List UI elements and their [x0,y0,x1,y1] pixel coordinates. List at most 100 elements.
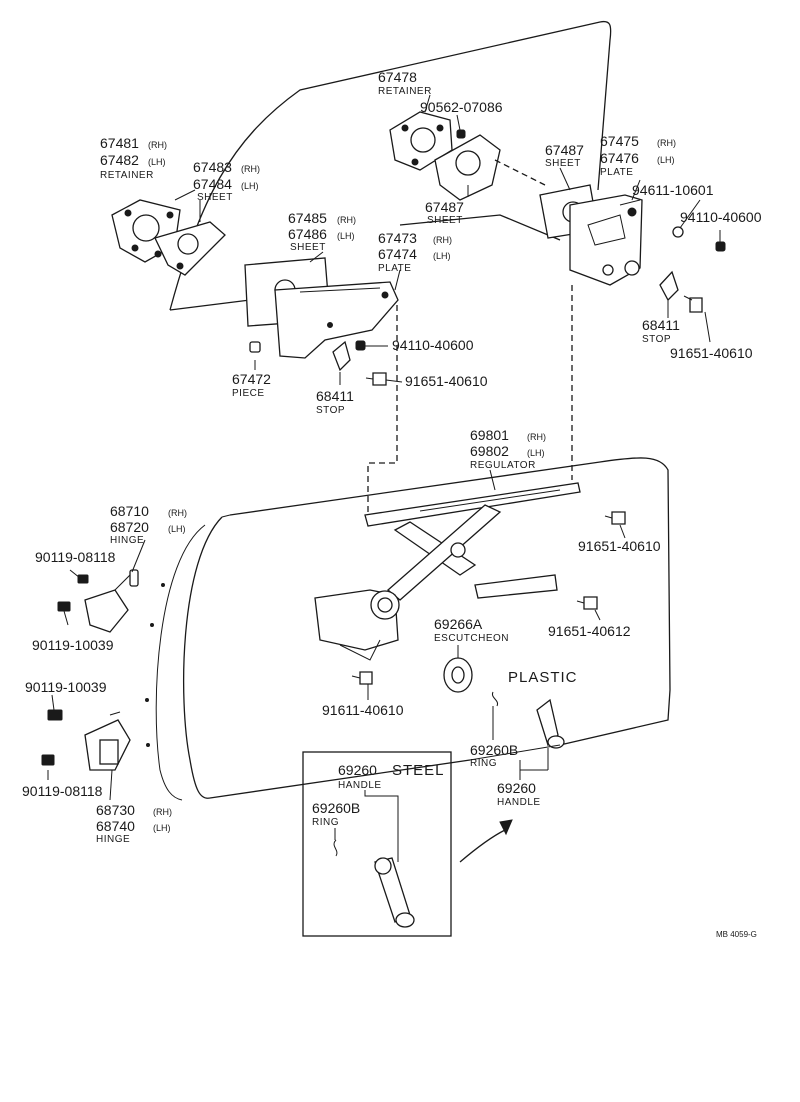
bolt-91651-right-shape [683,295,703,313]
side-68730: (RH) [153,807,172,817]
label-68411-right: 68411 [642,317,680,333]
stop-68411-right-shape [659,270,679,302]
stop-68411-centre-shape [332,340,351,372]
side-67484: (LH) [241,181,259,191]
label-67483: 67483 [193,159,232,175]
label-67486: 67486 [288,226,327,242]
label-68720: 68720 [110,519,149,535]
desc-67487-right: SHEET [545,158,581,169]
desc-68740: HINGE [96,834,130,845]
side-67483: (RH) [241,164,260,174]
desc-67472: PIECE [232,388,265,399]
desc-69802: REGULATOR [470,460,536,471]
retainer-67478-shape [389,111,453,171]
bolt-91651-40612-shape [576,596,598,610]
label-68730: 68730 [96,802,135,818]
label-69802: 69802 [470,443,509,459]
label-67475: 67475 [600,133,639,149]
desc-67482: RETAINER [100,170,154,181]
label-91651-right: 91651-40610 [670,345,753,361]
side-67481: (RH) [148,140,167,150]
desc-68720: HINGE [110,535,144,546]
desc-69260-plastic: HANDLE [497,797,541,808]
desc-67474: PLATE [378,263,411,274]
side-69802: (LH) [527,448,545,458]
label-67474: 67474 [378,246,417,262]
regulator-69801-shape [314,482,581,661]
label-67478: 67478 [378,69,417,85]
label-69801: 69801 [470,427,509,443]
desc-69260B-steel: RING [312,817,339,828]
bolt-91611-shape [351,671,373,685]
hinge-68730-shape [84,711,131,771]
label-67485: 67485 [288,210,327,226]
inset-arrow-line [459,829,506,863]
label-67482: 67482 [100,152,139,168]
label-67472: 67472 [232,371,271,387]
piece-67472-shape [249,341,261,353]
label-91651-panel: 91651-40610 [578,538,661,554]
nut-94110-right-shape [715,241,726,252]
label-91651-40612: 91651-40612 [548,623,631,639]
label-91611: 91611-40610 [322,702,404,718]
desc-67476: PLATE [600,167,633,178]
label-68411-centre: 68411 [316,388,354,404]
side-68720: (LH) [168,524,186,534]
label-90119-b: 90119-10039 [32,637,114,653]
desc-69260-steel: HANDLE [338,780,382,791]
drawing-code: MB 4059-G [716,930,757,939]
desc-69266A: ESCUTCHEON [434,633,509,644]
label-69260B-steel: 69260B [312,800,360,816]
steel-handle-inset-box [302,751,452,937]
label-90119-a: 90119-08118 [35,549,116,565]
bolt-91651-centre-shape [365,372,387,386]
bolt-90119-c-shape [47,709,63,721]
plastic-label: PLASTIC [508,669,578,686]
steel-label: STEEL [392,762,445,779]
label-67487-left: 67487 [425,199,464,215]
desc-67487-left: SHEET [427,215,463,226]
label-90562: 90562-07086 [420,99,503,115]
bolt-90119-d-shape [41,754,55,766]
label-69260-plastic: 69260 [497,780,536,796]
escutcheon-69266A-shape [443,657,473,693]
side-67482: (LH) [148,157,166,167]
sheet-67483-shape [154,221,226,276]
side-68710: (RH) [168,508,187,518]
nut-94110-centre-shape [355,340,366,351]
label-67487-right: 67487 [545,142,584,158]
label-67481: 67481 [100,135,139,151]
desc-67486: SHEET [290,242,326,253]
label-67473: 67473 [378,230,417,246]
side-67486: (LH) [337,231,355,241]
label-90119-d: 90119-08118 [22,783,103,799]
side-69801: (RH) [527,432,546,442]
handle-69260-plastic-shape [536,698,565,749]
desc-67478: RETAINER [378,86,432,97]
desc-67484: SHEET [197,192,233,203]
label-69260-steel: 69260 [338,762,377,778]
ring-69260B-plastic-shape [491,691,499,707]
label-91651-centre: 91651-40610 [405,373,488,389]
door-panel-outline [145,457,671,801]
label-69260B-plastic: 69260B [470,742,518,758]
leader-lines [47,94,721,862]
desc-68411-right: STOP [642,334,671,345]
washer-94611-shape [672,226,684,238]
label-67484: 67484 [193,176,232,192]
label-69266A: 69266A [434,616,483,632]
side-67485: (RH) [337,215,356,225]
side-67475: (RH) [657,138,676,148]
inset-arrow-head [499,819,513,836]
desc-69260B-plastic: RING [470,758,497,769]
bolt-91651-panel-shape [604,511,626,525]
bolt-90119-b-shape [57,601,71,612]
hinge-68710-shape [84,569,139,633]
nut-90562-shape [456,129,466,139]
desc-68411-centre: STOP [316,405,345,416]
label-94611: 94611-10601 [632,182,714,198]
label-90119-c: 90119-10039 [25,679,107,695]
label-94110-right: 94110-40600 [680,209,762,225]
sheet-67487-shape [434,134,501,201]
